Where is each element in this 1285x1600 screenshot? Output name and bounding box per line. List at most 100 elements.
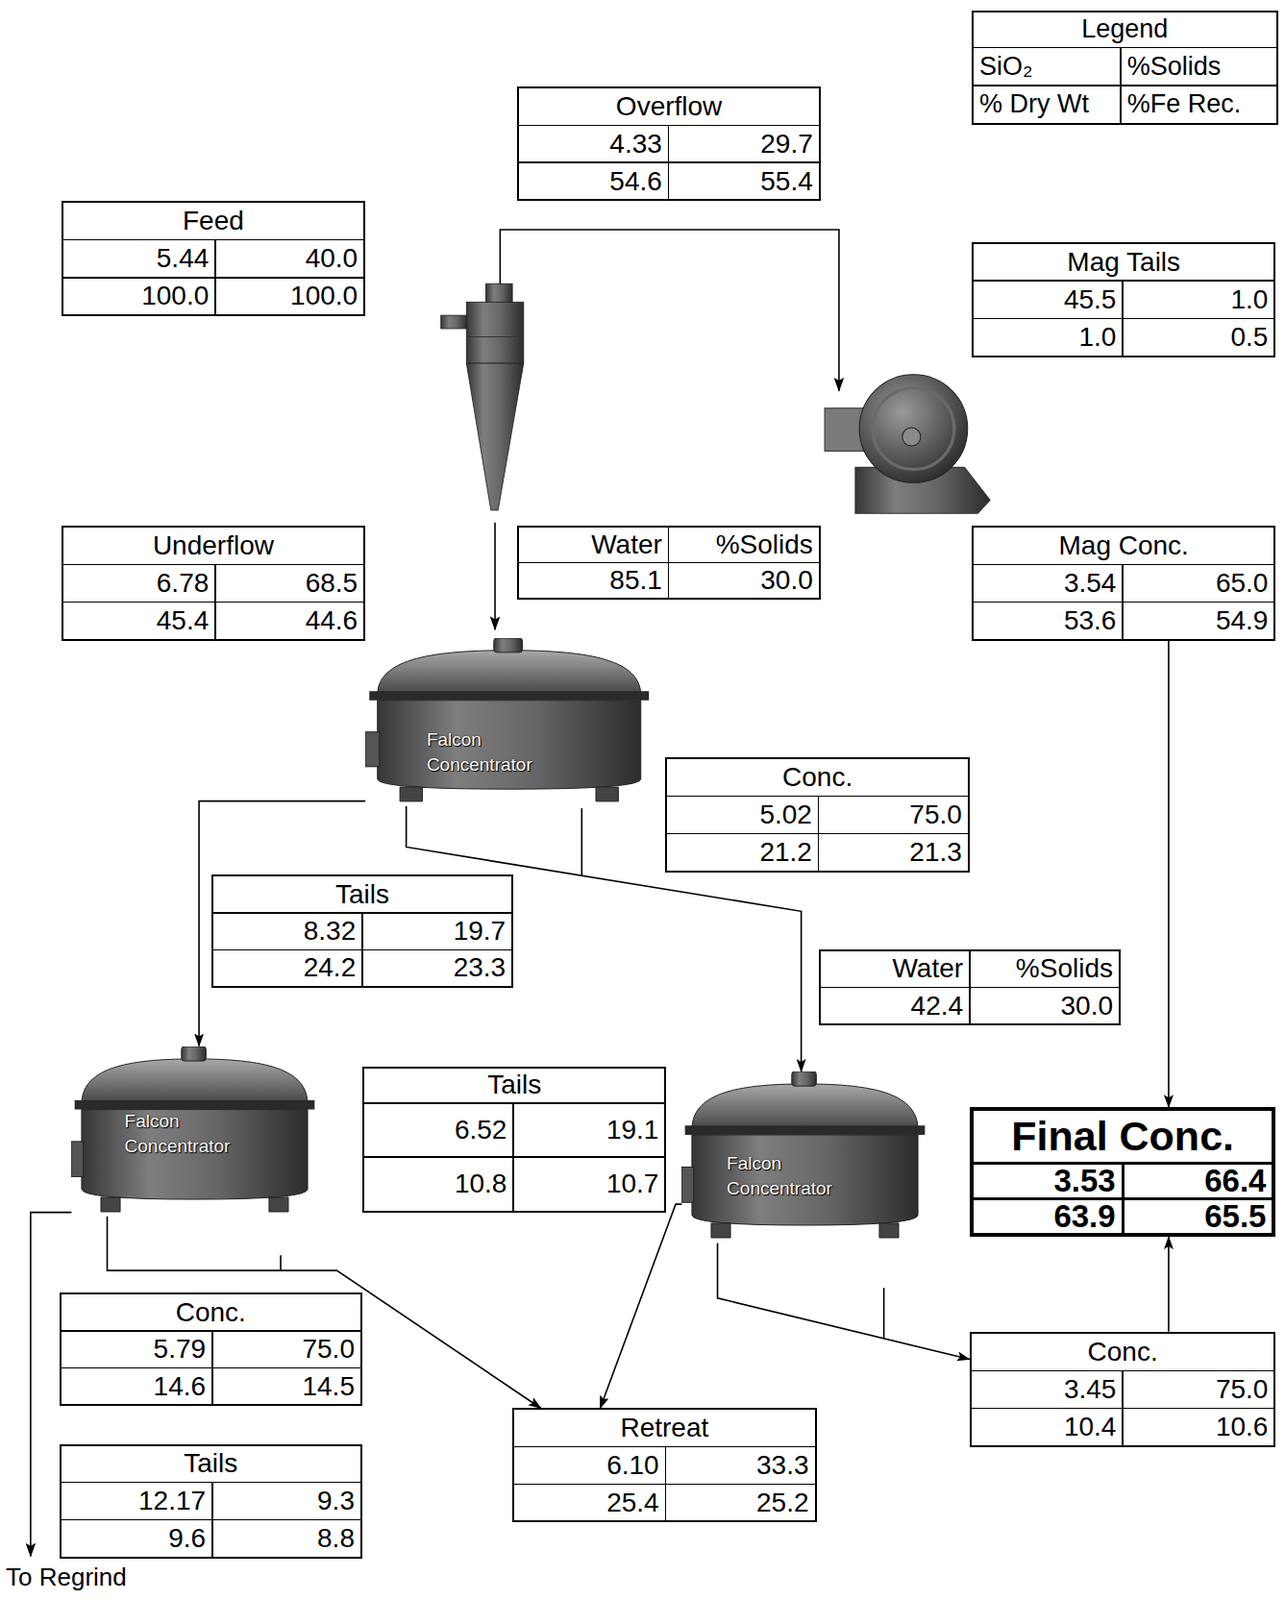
table-title-cell: Tails xyxy=(213,876,512,913)
table-title-cell: Underflow xyxy=(63,527,364,565)
data-table: Feed5.4440.0100.0100.0 xyxy=(61,200,366,317)
table-value: 40.0 xyxy=(305,245,359,272)
table-value: 1.0 xyxy=(1230,286,1268,314)
flow-arrow xyxy=(1167,1236,1170,1333)
flow-arrow xyxy=(1167,641,1170,1108)
table-title: Conc. xyxy=(782,764,853,791)
falcon-concentrator: Falcon Concentrator xyxy=(681,1071,929,1243)
table-value: 8.8 xyxy=(317,1525,355,1553)
falcon-rim xyxy=(369,691,649,701)
table-cell: 10.4 xyxy=(971,1408,1123,1446)
table-value: 33.3 xyxy=(756,1452,810,1480)
table-value: 25.2 xyxy=(756,1489,810,1517)
table-value: 10.7 xyxy=(606,1170,660,1198)
table-title: Tails xyxy=(335,881,390,909)
table-cell: %Fe Rec. xyxy=(1121,86,1277,124)
outlet-tick xyxy=(581,808,584,876)
table-cell: 75.0 xyxy=(1123,1371,1275,1409)
falcon-dome xyxy=(81,1058,308,1104)
table-cell: 3.53 xyxy=(973,1164,1122,1198)
table-value: 0.5 xyxy=(1230,323,1268,351)
data-table: Overflow4.3329.754.655.4 xyxy=(517,86,820,201)
flow-arrow xyxy=(717,1242,970,1360)
table-cell: 45.4 xyxy=(63,602,216,640)
table-value: 4.33 xyxy=(609,130,663,158)
falcon-side-box xyxy=(681,1167,694,1204)
table-value: 21.3 xyxy=(909,839,963,866)
table-cell: 75.0 xyxy=(213,1332,361,1368)
cyclone-body xyxy=(466,301,523,364)
data-table: Tails12.179.39.68.8 xyxy=(59,1444,363,1559)
table-value: 6.10 xyxy=(606,1452,660,1480)
table-value: 55.4 xyxy=(760,168,814,196)
table-title-cell: Final Conc. xyxy=(973,1111,1273,1162)
separator-drum-ring xyxy=(872,388,955,470)
table-title: Legend xyxy=(1081,16,1168,43)
table-cell: 19.1 xyxy=(514,1104,666,1158)
table-cell: 6.78 xyxy=(63,565,216,602)
table-title: Feed xyxy=(182,207,245,235)
falcon-side-box xyxy=(365,731,380,767)
data-table: Conc.5.0275.021.221.3 xyxy=(665,757,969,873)
falcon-foot xyxy=(269,1196,289,1211)
hydrocyclone xyxy=(441,283,524,511)
table-value: 9.6 xyxy=(168,1525,206,1553)
data-table: Water%Solids85.130.0 xyxy=(517,525,820,601)
table-cell: SiO₂ xyxy=(973,48,1120,85)
table-value: 6.78 xyxy=(156,569,210,597)
table-title-cell: Tails xyxy=(364,1068,665,1103)
falcon-dome xyxy=(377,649,642,695)
table-title: Final Conc. xyxy=(1011,1115,1235,1158)
falcon-feed-cap xyxy=(791,1071,817,1087)
falcon-rim xyxy=(74,1099,316,1110)
table-cell: 14.6 xyxy=(61,1368,213,1405)
table-cell: %Solids xyxy=(970,951,1119,988)
table-value: 5.79 xyxy=(153,1335,207,1363)
table-cell: 40.0 xyxy=(216,240,364,277)
table-value: 3.54 xyxy=(1063,569,1117,597)
table-title: Underflow xyxy=(152,532,274,560)
table-cell: 21.3 xyxy=(818,834,967,871)
table-value: %Solids xyxy=(716,531,814,559)
table-value: 54.9 xyxy=(1215,607,1269,635)
falcon-rim xyxy=(685,1125,926,1136)
table-cell: %Solids xyxy=(668,527,818,563)
table-cell: Water xyxy=(518,527,668,563)
equipment-name: Falcon Concentrator xyxy=(124,1109,260,1159)
table-cell: 100.0 xyxy=(63,278,216,316)
table-cell: 3.54 xyxy=(973,565,1122,602)
table-value: 14.5 xyxy=(301,1373,355,1401)
data-table: Underflow6.7868.545.444.6 xyxy=(61,525,366,642)
table-value: 8.32 xyxy=(303,917,357,945)
table-cell: 5.44 xyxy=(63,240,216,277)
data-table: Retreat6.1033.325.425.2 xyxy=(512,1408,816,1523)
table-cell: 45.5 xyxy=(973,281,1122,319)
table-value: 6.52 xyxy=(454,1116,508,1144)
table-title: Mag Tails xyxy=(1066,248,1181,276)
falcon-side-box xyxy=(71,1140,84,1177)
table-cell: 10.8 xyxy=(364,1158,513,1211)
table-value: 9.3 xyxy=(317,1487,355,1515)
table-title: Tails xyxy=(487,1071,542,1099)
table-value: 5.02 xyxy=(759,801,813,829)
table-value: 54.6 xyxy=(609,168,663,196)
table-value: %Solids xyxy=(1127,53,1222,80)
table-cell: % Dry Wt xyxy=(973,86,1120,124)
table-cell: 25.4 xyxy=(514,1484,666,1521)
table-cell: 42.4 xyxy=(820,988,969,1024)
table-value: 12.17 xyxy=(138,1487,206,1515)
table-cell: 10.6 xyxy=(1123,1408,1275,1446)
table-cell: 12.17 xyxy=(61,1482,213,1519)
falcon-feed-cap xyxy=(494,638,523,653)
table-cell: %Solids xyxy=(1121,48,1277,85)
table-title-cell: Mag Conc. xyxy=(973,527,1274,565)
table-value: 21.2 xyxy=(759,839,813,866)
table-title-cell: Conc. xyxy=(667,759,967,796)
falcon-concentrator: Falcon Concentrator xyxy=(365,638,653,807)
table-title-cell: Legend xyxy=(973,12,1277,48)
falcon-concentrator: Falcon Concentrator xyxy=(71,1046,319,1217)
table-cell: 23.3 xyxy=(363,950,512,987)
separator-drum xyxy=(859,374,968,484)
cyclone-cone xyxy=(466,363,523,511)
table-cell: 1.0 xyxy=(973,319,1122,356)
